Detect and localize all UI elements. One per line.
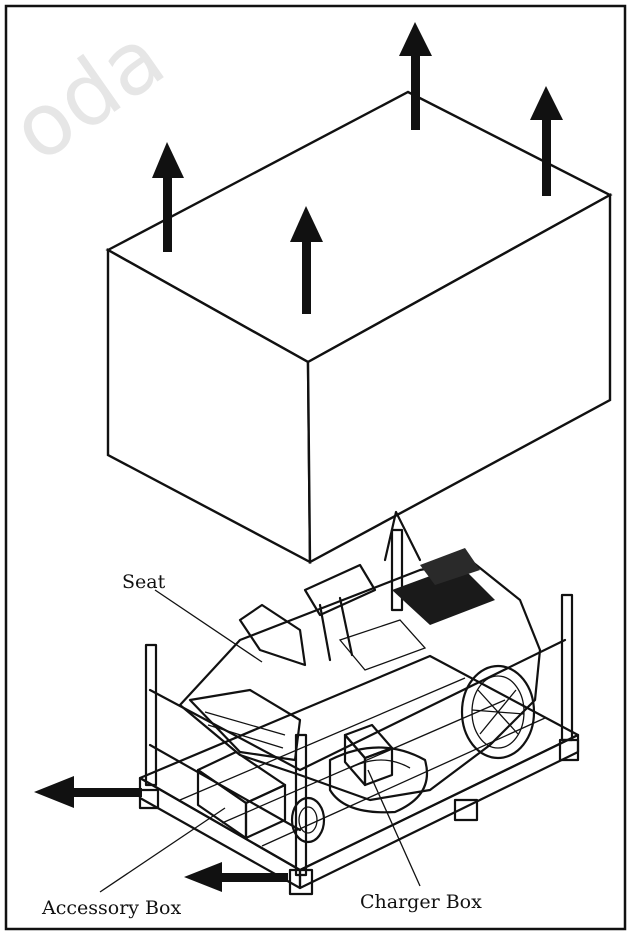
up-arrow-icon bbox=[152, 142, 184, 252]
lift-arrows bbox=[152, 22, 563, 314]
svg-text:oda: oda bbox=[0, 8, 182, 182]
leader-lines bbox=[99, 589, 421, 893]
slide-arrows bbox=[34, 776, 288, 892]
up-arrow-icon bbox=[399, 22, 432, 130]
accessory-box-label: Accessory Box bbox=[41, 897, 181, 919]
watermark: oda bbox=[0, 8, 182, 182]
up-arrow-icon bbox=[290, 206, 323, 314]
riding-mower bbox=[178, 548, 542, 844]
seat-label: Seat bbox=[122, 571, 166, 593]
accessory-box bbox=[196, 750, 287, 840]
charger-box-label: Charger Box bbox=[360, 891, 482, 913]
figure-border bbox=[4, 4, 627, 931]
left-arrow-icon bbox=[34, 776, 142, 808]
left-arrow-icon bbox=[184, 862, 288, 892]
charger-box bbox=[343, 723, 394, 787]
up-arrow-icon bbox=[530, 86, 563, 196]
pallet-frame bbox=[138, 510, 580, 896]
shipping-box bbox=[105, 90, 613, 565]
